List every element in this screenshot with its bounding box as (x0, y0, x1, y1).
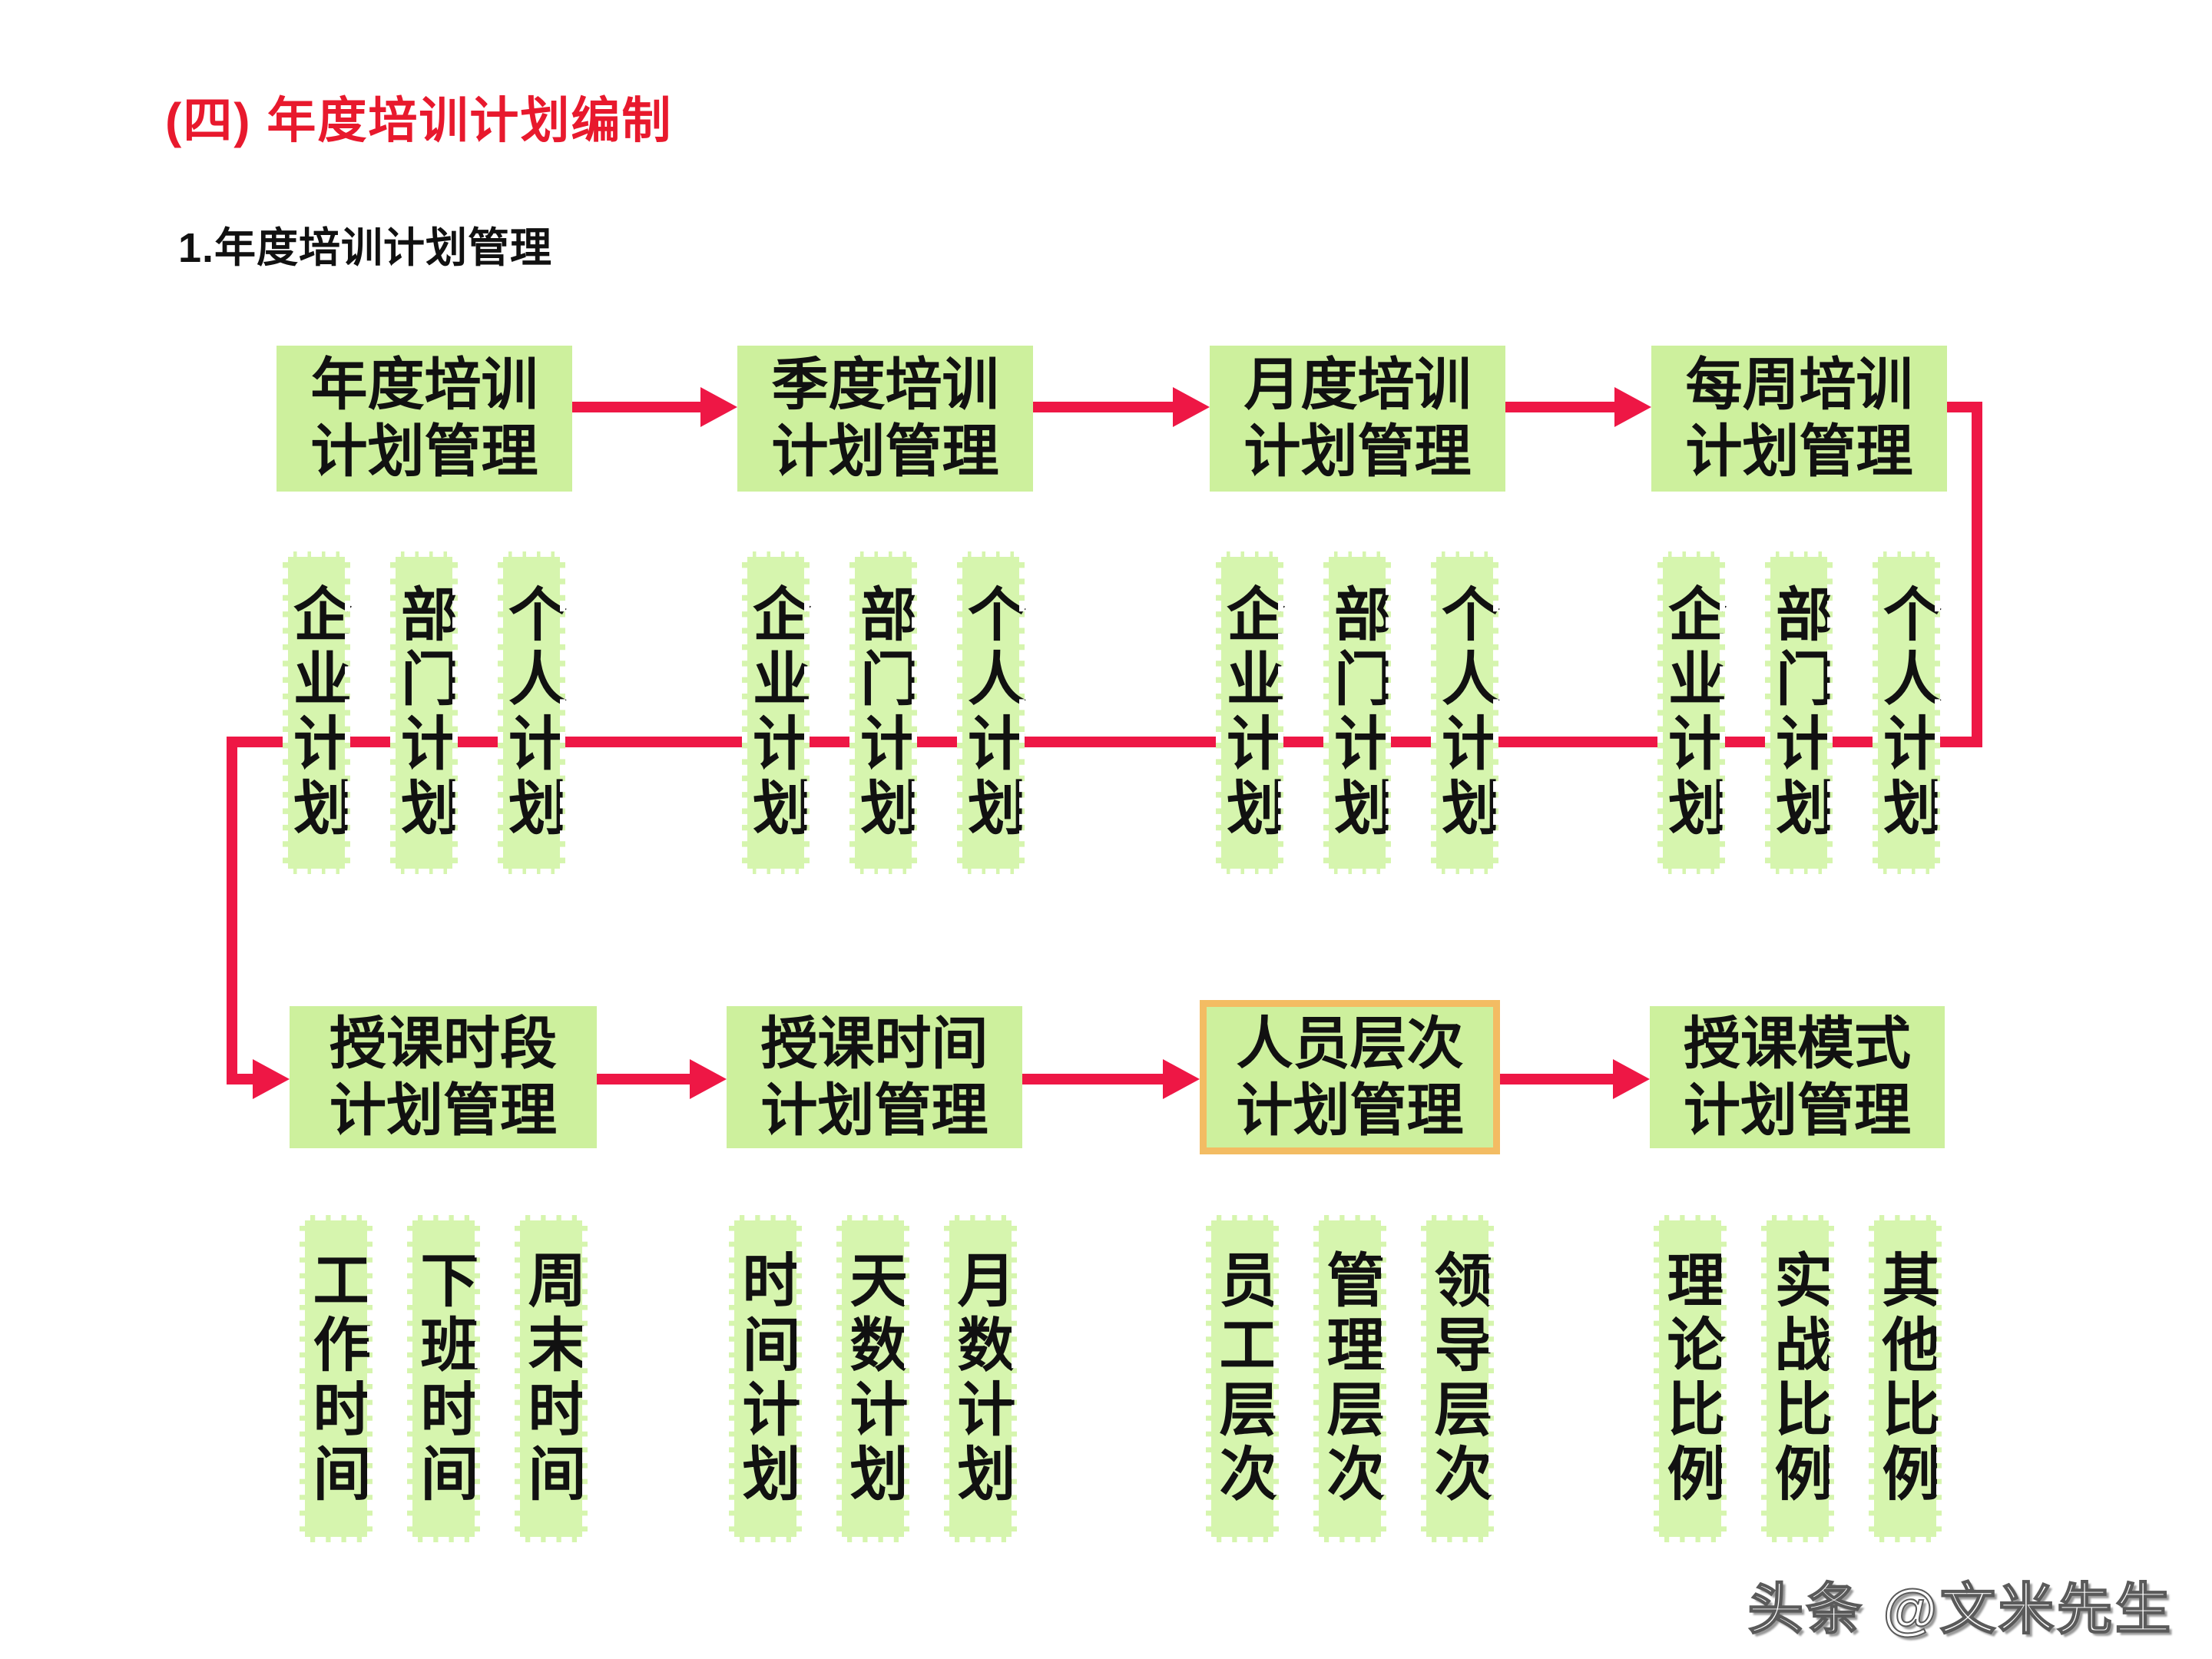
flow-box-label-line1: 月度培训 (1243, 353, 1472, 417)
arrowhead-monthly-weekly (1614, 387, 1651, 427)
column-quarterly-enterprise-plan: 企业计划 (742, 551, 810, 874)
column-annual-enterprise-plan: 企业计划 (283, 551, 350, 874)
column-annual-personal-plan: 个人计划 (498, 551, 565, 874)
column-weekend-time: 周末时间 (515, 1215, 588, 1542)
column-monthly-department-plan: 部门计划 (1323, 551, 1391, 874)
column-days-plan: 天数计划 (836, 1215, 909, 1542)
flow-box-label-line2: 计划管理 (771, 419, 999, 483)
flow-box-label-line2: 计划管理 (329, 1078, 557, 1142)
arrowhead-annual-quarterly (700, 387, 737, 427)
column-work-time: 工作时间 (300, 1215, 373, 1542)
arrowhead-time-personnel (1163, 1059, 1200, 1099)
wrap-connector-weekly-to-teaching-period (227, 402, 1982, 1084)
column-quarterly-personal-plan: 个人计划 (957, 551, 1025, 874)
column-monthly-personal-plan: 个人计划 (1431, 551, 1498, 874)
column-time-plan: 时间计划 (729, 1215, 802, 1542)
arrowhead-personnel-mode (1613, 1059, 1650, 1099)
flow-box-label-line2: 计划管理 (1685, 419, 1913, 483)
flow-box-label-line1: 年度培训 (310, 353, 538, 417)
column-leadership-level: 领导层次 (1421, 1215, 1494, 1542)
flow-box-label-line1: 每周培训 (1685, 353, 1913, 417)
arrowhead-into-teaching-period (253, 1059, 290, 1099)
arrowhead-quarterly-monthly (1173, 387, 1210, 427)
column-offwork-time: 下班时间 (407, 1215, 480, 1542)
flow-box-monthly-training-plan: 月度培训 计划管理 (1210, 346, 1505, 492)
flow-box-label-line1: 人员层次 (1236, 1011, 1464, 1075)
column-weekly-department-plan: 部门计划 (1765, 551, 1833, 874)
flow-box-annual-training-plan: 年度培训 计划管理 (276, 346, 572, 492)
watermark: 头条 @文米先生 (1747, 1578, 2174, 1641)
flow-box-label-line2: 计划管理 (760, 1078, 988, 1142)
column-management-level: 管理层次 (1313, 1215, 1386, 1542)
column-monthly-enterprise-plan: 企业计划 (1216, 551, 1283, 874)
page-title: (四) 年度培训计划编制 (165, 93, 673, 148)
column-other-ratio: 其他比例 (1869, 1215, 1942, 1542)
flow-box-label-line1: 授课时段 (329, 1011, 557, 1075)
flow-box-teaching-time-plan: 授课时间 计划管理 (727, 1006, 1022, 1148)
flow-box-label-line2: 计划管理 (1684, 1078, 1911, 1142)
column-weekly-personal-plan: 个人计划 (1873, 551, 1940, 874)
flow-box-label-line2: 计划管理 (1236, 1078, 1464, 1142)
column-theory-ratio: 理论比例 (1654, 1215, 1727, 1542)
flow-box-personnel-level-plan: 人员层次 计划管理 (1200, 1000, 1500, 1154)
column-staff-level: 员工层次 (1206, 1215, 1279, 1542)
flow-box-label-line1: 季度培训 (771, 353, 999, 417)
flow-box-quarterly-training-plan: 季度培训 计划管理 (737, 346, 1033, 492)
flow-box-label-line1: 授课时间 (760, 1011, 988, 1075)
column-months-plan: 月数计划 (944, 1215, 1017, 1542)
column-practice-ratio: 实战比例 (1761, 1215, 1834, 1542)
flow-box-teaching-mode-plan: 授课模式 计划管理 (1650, 1006, 1945, 1148)
flow-box-weekly-training-plan: 每周培训 计划管理 (1651, 346, 1947, 492)
column-annual-department-plan: 部门计划 (390, 551, 458, 874)
arrowhead-period-time (690, 1059, 727, 1099)
flow-box-label-line2: 计划管理 (310, 419, 538, 483)
flow-box-label-line2: 计划管理 (1243, 419, 1472, 483)
column-quarterly-department-plan: 部门计划 (849, 551, 917, 874)
section-subtitle: 1.年度培训计划管理 (178, 225, 553, 271)
flow-box-label-line1: 授课模式 (1684, 1011, 1911, 1075)
column-weekly-enterprise-plan: 企业计划 (1657, 551, 1725, 874)
flow-box-teaching-period-plan: 授课时段 计划管理 (290, 1006, 597, 1148)
